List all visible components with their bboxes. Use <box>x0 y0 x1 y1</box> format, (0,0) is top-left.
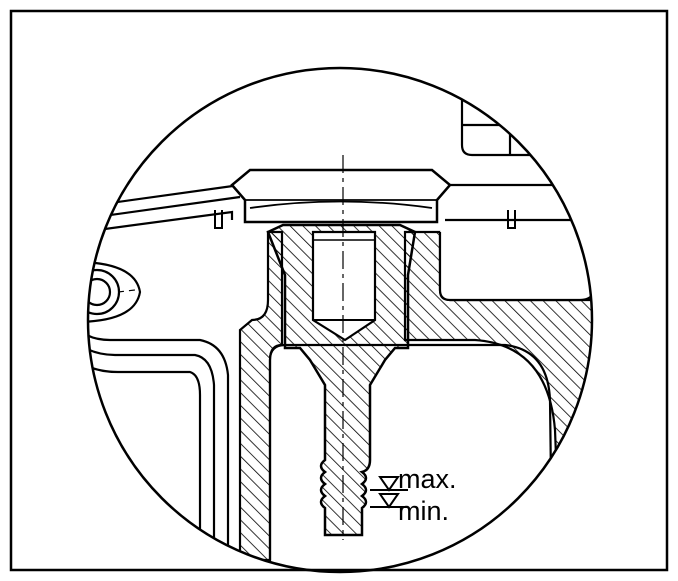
pocket-right <box>438 218 592 302</box>
bolt-hole-left <box>88 260 142 324</box>
detail-view: max. min. <box>88 68 592 562</box>
reservoir-outline <box>268 343 554 561</box>
level-markers <box>370 476 408 509</box>
dipstick-bore <box>311 230 377 342</box>
max-level-label: max. <box>398 464 457 494</box>
drawing-frame <box>9 9 669 572</box>
detail-circle <box>86 66 594 574</box>
min-level-label: min. <box>398 496 449 526</box>
nut-part <box>460 68 592 157</box>
dipstick-body <box>266 223 417 537</box>
plug-cap <box>230 168 452 224</box>
housing-wall-left <box>238 230 284 562</box>
cap-seal-line <box>249 200 433 209</box>
